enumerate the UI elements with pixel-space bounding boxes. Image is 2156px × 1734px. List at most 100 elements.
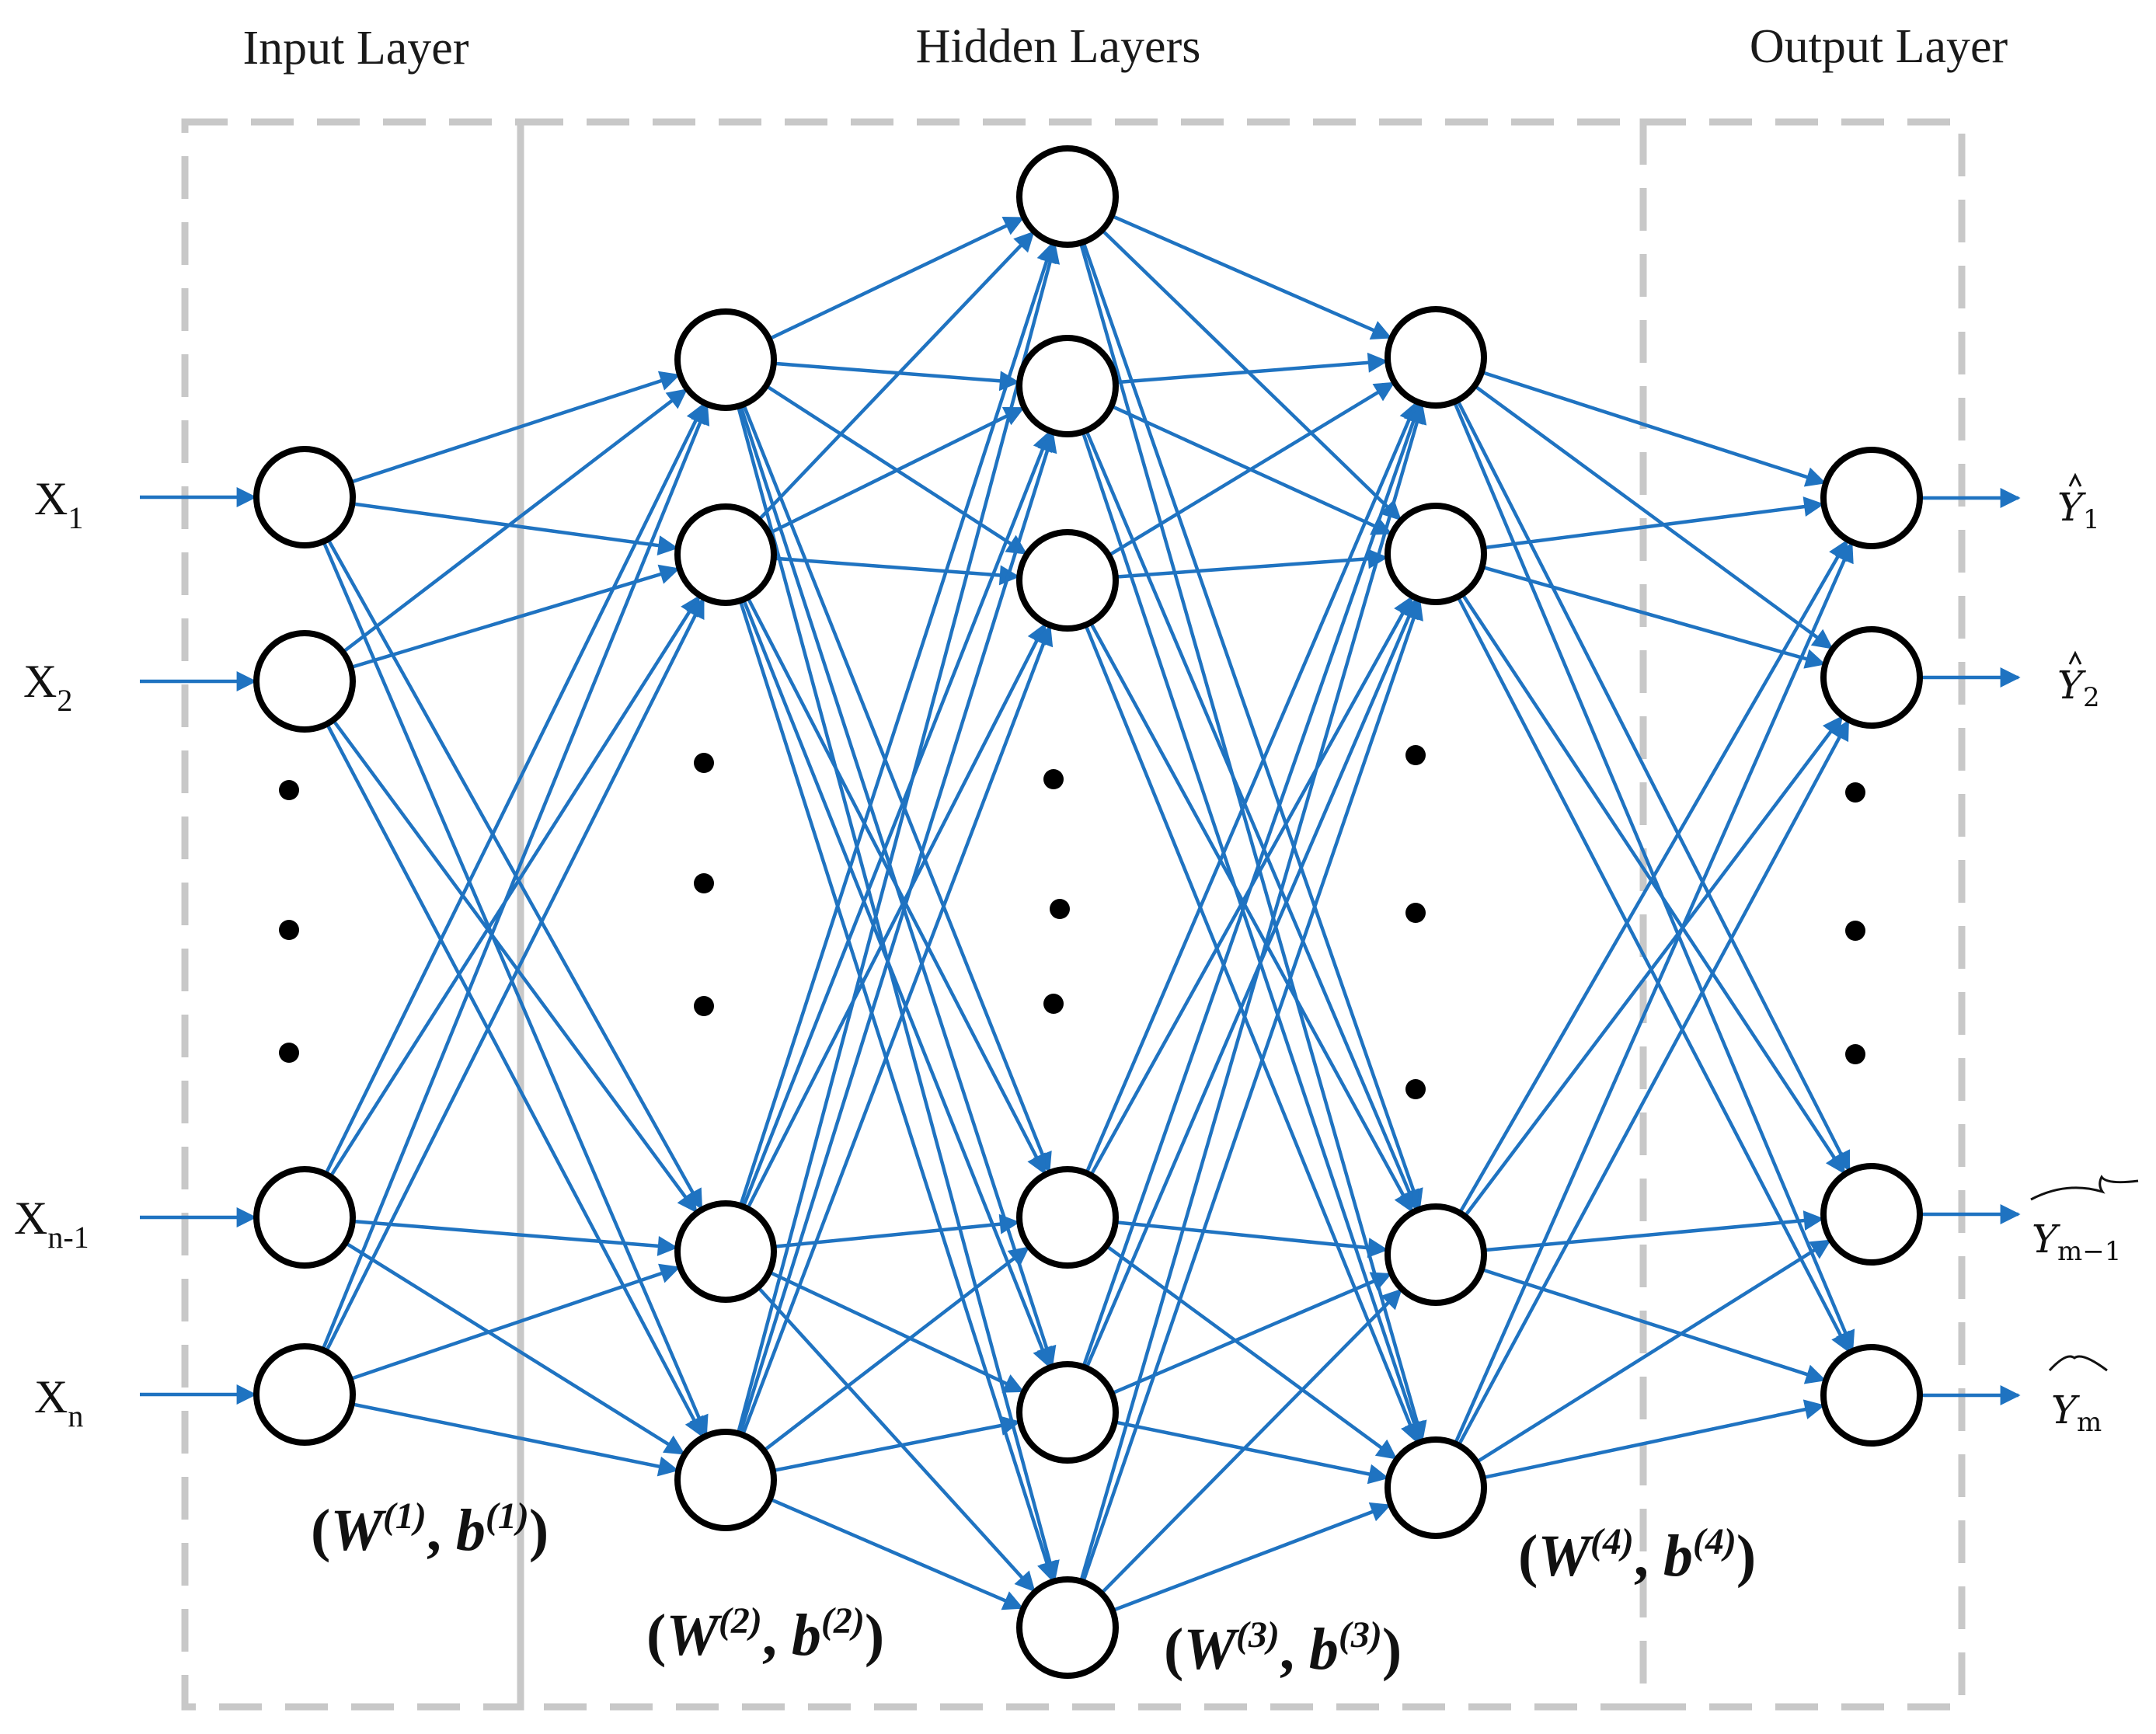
edge-l1-1-4 <box>322 541 709 1436</box>
edge-l3-3-4 <box>1084 624 1420 1444</box>
edge-l2-4-2 <box>738 431 1057 1435</box>
edge-l3-6-3 <box>1099 1288 1402 1595</box>
weights-bias-3: (W(3), b(3)) <box>1164 1614 1402 1682</box>
output-layer-box <box>1639 118 1966 1711</box>
edge-l2-2-1 <box>758 231 1035 521</box>
edge-l3-1-2 <box>1100 228 1402 521</box>
connection-edges <box>321 214 1855 1613</box>
ellipsis-dot-10 <box>1405 745 1426 765</box>
neuron-l3-5 <box>1016 1361 1119 1464</box>
weights-bias-4: (W(4), b(4)) <box>1518 1521 1756 1589</box>
edge-l4-3-2 <box>1463 716 1844 1217</box>
edge-l2-3-3 <box>746 622 1047 1210</box>
edge-l4-4-2 <box>1457 719 1850 1447</box>
edge-l4-3-3 <box>1483 1210 1824 1252</box>
edge-l1-2-1 <box>341 388 688 654</box>
edge-l3-3-1 <box>1107 381 1395 557</box>
neuron-l5-2 <box>1820 626 1923 729</box>
weights-bias-1: (W(1), b(1)) <box>311 1495 549 1563</box>
edge-l3-4-4 <box>1105 1244 1398 1460</box>
output-label-ym: Ym <box>2048 1355 2108 1438</box>
edge-l2-2-3 <box>773 556 1020 586</box>
io-arrows <box>140 487 2021 1405</box>
edge-l2-2-4 <box>746 597 1047 1175</box>
svg-text:Y2: Y2 <box>2057 663 2100 713</box>
neurons <box>253 145 1923 1679</box>
neuron-l5-4 <box>1820 1344 1923 1447</box>
neuron-l4-3 <box>1385 1203 1487 1306</box>
edge-l1-3-4 <box>344 1241 685 1456</box>
output-label-y1: Y1 <box>2057 472 2100 535</box>
neuron-l1-2 <box>253 630 356 733</box>
edge-l3-3-3 <box>1088 622 1414 1213</box>
ellipsis-dot-8 <box>1050 899 1070 919</box>
neuron-l3-6 <box>1016 1576 1119 1679</box>
edge-l2-4-3 <box>740 625 1054 1436</box>
neuron-l4-4 <box>1385 1436 1487 1539</box>
edge-l3-2-3 <box>1085 430 1419 1211</box>
edge-l2-4-6 <box>769 1497 1024 1610</box>
hidden-layers-title: Hidden Layers <box>916 20 1201 73</box>
input-label-x2: X2 <box>23 656 72 718</box>
neuron-l2-1 <box>674 308 777 411</box>
edge-l3-1-1 <box>1110 214 1392 339</box>
ellipsis-dot-5 <box>694 873 714 893</box>
edge-l4-3-1 <box>1458 539 1849 1214</box>
neuron-l3-2 <box>1016 335 1119 437</box>
edge-l1-1-1 <box>350 371 681 484</box>
edge-l2-4-4 <box>762 1246 1030 1452</box>
ellipsis-dot-11 <box>1405 903 1426 923</box>
input-label-xn-1: Xn-1 <box>14 1193 89 1255</box>
neuron-l3-4 <box>1016 1166 1119 1269</box>
edge-l1-4-2 <box>324 597 705 1353</box>
ellipsis-dot-2 <box>279 920 299 940</box>
neuron-l3-1 <box>1016 145 1119 248</box>
edge-l1-3-2 <box>329 594 701 1178</box>
output-layer-title: Output Layer <box>1750 20 2008 73</box>
neuron-l3-3 <box>1016 529 1119 632</box>
neuron-l4-1 <box>1385 306 1487 409</box>
edge-l3-5-1 <box>1081 402 1423 1368</box>
neuron-l2-2 <box>674 503 777 606</box>
input-label-xn: Xn <box>34 1371 83 1433</box>
edge-l1-2-3 <box>331 719 698 1213</box>
edge-l2-1-4 <box>741 403 1052 1173</box>
neuron-l5-1 <box>1820 447 1923 549</box>
svg-text:Ym−1: Ym−1 <box>2032 1217 2121 1267</box>
edge-l1-4-4 <box>351 1402 679 1477</box>
edge-l2-1-2 <box>773 361 1020 392</box>
edge-l4-2-3 <box>1461 593 1846 1175</box>
edge-l4-1-1 <box>1481 370 1827 487</box>
neuron-l2-4 <box>674 1429 777 1531</box>
edge-l2-4-1 <box>736 242 1061 1434</box>
output-label-y2: Y2 <box>2057 650 2100 713</box>
weights-bias-2: (W(2), b(2)) <box>646 1600 884 1668</box>
ellipsis-dot-9 <box>1043 994 1064 1014</box>
edge-l1-2-2 <box>350 564 681 670</box>
edge-l3-6-1 <box>1079 403 1427 1583</box>
input-layer-box <box>181 118 524 1711</box>
edge-l1-3-1 <box>324 402 705 1175</box>
edge-l1-4-3 <box>349 1263 681 1381</box>
output-label-ym-1: Ym−1 <box>2030 1175 2139 1267</box>
edge-l3-4-1 <box>1085 401 1419 1174</box>
svg-text:Y1: Y1 <box>2057 485 2100 535</box>
edge-l4-4-3 <box>1475 1239 1832 1464</box>
ellipsis-dot-12 <box>1405 1079 1426 1099</box>
edge-l3-2-1 <box>1115 352 1388 385</box>
ellipsis-dot-7 <box>1043 769 1064 789</box>
edge-l2-4-5 <box>772 1415 1021 1473</box>
input-layer-title: Input Layer <box>243 22 469 75</box>
input-label-x1: X1 <box>34 473 83 535</box>
ellipsis-dot-4 <box>694 753 714 773</box>
ellipsis-dot-6 <box>694 996 714 1016</box>
neuron-l5-3 <box>1820 1163 1923 1266</box>
edge-l2-2-2 <box>768 406 1025 535</box>
edge-l4-2-1 <box>1483 496 1825 550</box>
edge-l3-6-2 <box>1081 599 1423 1583</box>
edge-l2-3-5 <box>768 1270 1025 1393</box>
ellipsis-dots <box>279 745 1865 1099</box>
edge-l2-3-6 <box>757 1286 1036 1593</box>
svg-text:Ym: Ym <box>2051 1388 2102 1438</box>
